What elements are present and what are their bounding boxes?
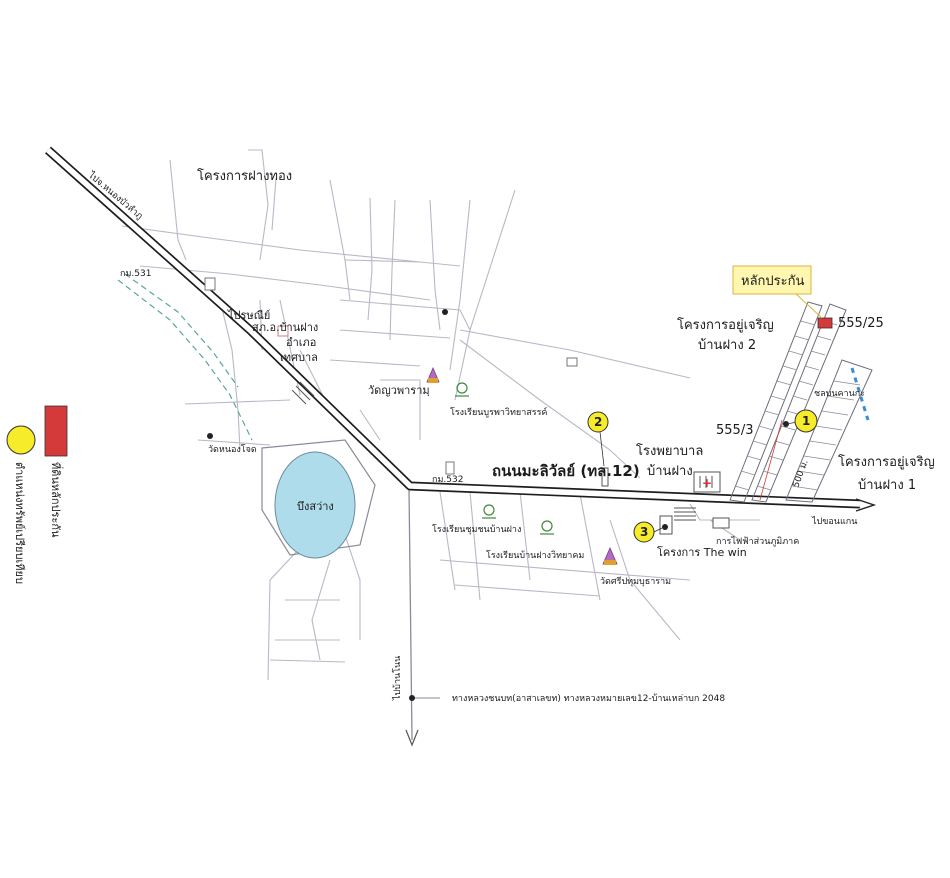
lake-bueng-sawang: บึงสว่าง [261,439,376,559]
temple-icon [602,547,618,565]
school-icon [482,504,496,519]
legend-red-swatch [44,405,68,457]
label-to-south: ไปบ้านโนน [392,656,403,701]
svg-text:2: 2 [594,415,602,429]
callout-label: หลักประกัน [741,274,804,289]
comparable-marker-3: 3 [633,521,663,543]
comparable-marker-1: 1 [785,409,818,433]
label-wat-sri-pathum: วัดศรีปทุมบุธาราม [600,576,671,587]
label-km532: กม.532 [432,475,463,485]
label-municipality: เทศบาล [280,351,318,364]
label-fang-thong: โครงการฝางทอง [197,168,292,184]
label-yu-charoen-1b: บ้านฝาง 1 [858,478,916,493]
label-school-fang-witthaya: โรงเรียนบ้านฝางวิทยาคม [486,550,584,561]
legend: ที่ดินหลักประกัน ตำแหน่งทรัพย์เปรียบเทีย… [6,405,68,584]
legend-red-label: ที่ดินหลักประกัน [49,462,64,538]
svg-text:1: 1 [802,414,810,428]
legend-yellow-swatch [6,425,36,455]
svg-text:+: + [702,476,712,490]
label-village-right: ชลบนคานกะ [814,389,865,399]
collateral-plot [817,317,833,329]
label-yu-charoen-2a: โครงการอยู่เจริญ [677,317,774,333]
label-yu-charoen-2b: บ้านฝาง 2 [698,338,756,353]
label-the-win: โครงการ The win [657,545,747,559]
lake-label: บึงสว่าง [297,500,334,513]
label-school-north: โรงเรียนบูรพาวิทยาสรรค์ [450,406,547,418]
svg-text:3: 3 [640,525,648,539]
school-icon [455,382,469,397]
label-pea: การไฟฟ้าส่วนภูมิภาค [716,536,799,547]
collateral-callout: หลักประกัน [732,265,823,319]
comparable-marker-2: 2 [587,411,609,467]
label-to-khonkaen: ไปขอนแกน [811,516,857,527]
label-main-road: ถนนมะลิวัลย์ (ทล.12) [492,462,640,480]
temple-icon [426,366,440,383]
legend-yellow-label: ตำแหน่งทรัพย์เปรียบเทียบ [13,462,26,584]
label-post-office: ไปรษณีย์ [227,309,270,322]
label-district: อำเภอ [286,336,316,349]
features: + [204,277,789,701]
label-distance: 500 ม. [791,459,810,490]
label-wat-dhammaram: วัดญวพารามฺ [368,384,430,397]
label-south-road: ทางหลวงชนบท(อาสาเลขท) ทางหลวงหมายเลข12-บ… [452,693,725,704]
label-plot-555-25: 555/25 [838,316,884,331]
label-school-ban-fang: โรงเรียนชุมชนบ้านฝาง [432,524,521,535]
label-hospital-2: บ้านฝาง [647,464,693,479]
label-km531: กม.531 [120,269,151,279]
school-icon [540,520,554,535]
label-plot-555-3: 555/3 [716,423,753,438]
label-police: สภ.อ.บ้านฝาง [252,321,318,334]
map-labels: โครงการฝางทอง ไปจ.หนองบัวลำภู กม.531 ไปร… [85,168,934,704]
label-hospital-1: โรงพยาบาล [636,443,703,459]
label-temple-small: วัดหนองโจด [208,444,257,455]
highway-12 [45,146,877,521]
label-yu-charoen-1a: โครงการอยู่เจริญ [838,454,935,470]
yu-charoen-subdivision [729,301,873,503]
comparable-markers: 1 2 3 [587,409,818,543]
